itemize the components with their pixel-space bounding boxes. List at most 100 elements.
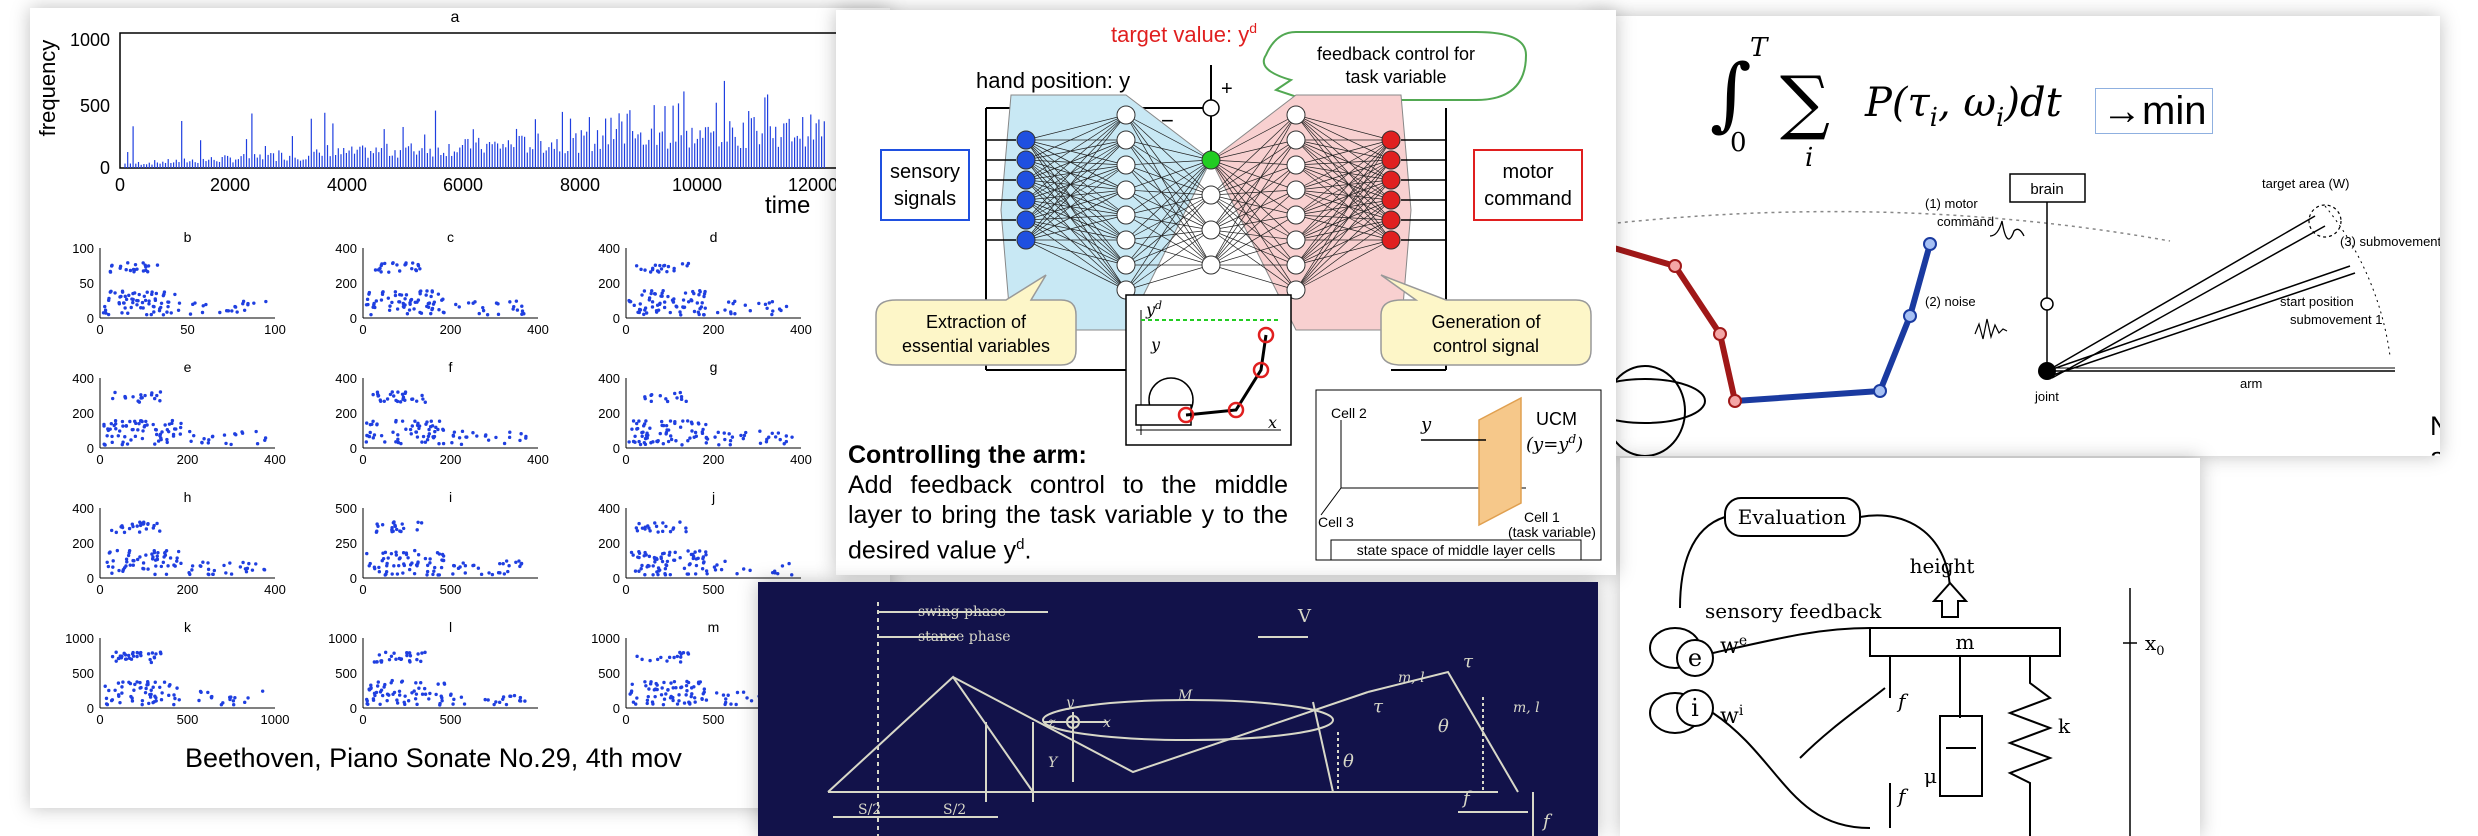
scatter-point: [106, 312, 111, 317]
slide-spring-mass[interactable]: Evaluation height sensory feedback e i w…: [1620, 458, 2200, 836]
nn-connection: [1025, 114, 1127, 221]
scatter-point: [784, 434, 789, 438]
center-of-mass: [1066, 715, 1080, 729]
scatter-point: [150, 552, 154, 556]
scatter-point: [140, 300, 145, 305]
scatter-point: [433, 565, 437, 570]
scatter-point: [662, 551, 666, 556]
scatter-point: [702, 294, 706, 299]
brain-box: [2009, 173, 2086, 203]
scatter-point: [645, 698, 650, 702]
integral-upper: T: [1750, 33, 1769, 63]
scatter-point: [763, 302, 768, 307]
scatter-point: [701, 313, 706, 317]
slide-optimal-control[interactable]: ∫ T 0 ∑ i P(τi, ωi)dt brain: [1590, 16, 2440, 456]
cell1-label: Cell 1: [1524, 509, 1560, 525]
scatter-point: [206, 561, 210, 565]
scatter-point: [688, 436, 692, 440]
scatter-point: [371, 392, 375, 397]
scatter-point: [413, 548, 417, 553]
scatter-point: [689, 420, 694, 424]
top-plot-xlabel: time: [765, 192, 810, 219]
scatter-point: [383, 573, 387, 577]
scatter-point: [383, 650, 388, 655]
scatter-point: [773, 435, 778, 439]
slide-beethoven-plots[interactable]: a frequency 1000 500 0 0 2000 4000 6000 …: [30, 8, 890, 808]
arm-joint-4: [1873, 384, 1887, 398]
sensory-feedback-label: sensory feedback: [1705, 599, 1882, 623]
scatter-point: [657, 270, 661, 274]
scatter-point: [129, 305, 133, 310]
scatter-point: [749, 699, 754, 703]
scatter-point: [137, 421, 141, 426]
target-value-label: target value: yd: [1111, 20, 1257, 47]
slide-neural-control[interactable]: target value: yd hand position: y feedba…: [836, 10, 1616, 575]
scatter-point: [243, 567, 248, 571]
scatter-point: [691, 289, 695, 294]
scatter-point: [637, 439, 641, 444]
scatter-point: [432, 569, 436, 573]
scatter-point: [165, 310, 169, 314]
submovement-2-label: (3) submovement 2: [2340, 234, 2440, 249]
arm-joint-5: [1903, 309, 1917, 323]
panel-xtick: 50: [180, 322, 194, 337]
scatter-point: [149, 393, 154, 397]
panel-ytick: 0: [350, 311, 357, 326]
fsx-label: f: [1541, 811, 1553, 832]
scatter-point: [679, 313, 683, 317]
sensory-node: [1016, 190, 1036, 210]
scatter-point: [154, 291, 159, 296]
scatter-point: [165, 428, 170, 432]
scatter-point: [224, 308, 229, 313]
scatter-point: [375, 390, 380, 394]
scatter-point: [668, 419, 673, 423]
scatter-point: [428, 561, 432, 565]
scatter-point: [206, 567, 211, 572]
panel-ytick: 400: [598, 501, 620, 516]
scatter-point: [123, 653, 128, 657]
scatter-point: [396, 437, 400, 441]
scatter-point: [395, 701, 400, 705]
scatter-point: [233, 304, 237, 309]
scatter-point: [419, 659, 423, 664]
scatter-point: [730, 435, 735, 439]
cell3-axis: [1320, 487, 1342, 516]
scatter-point: [662, 697, 667, 701]
panel-xtick: 0: [96, 322, 103, 337]
scatter-point: [431, 572, 435, 577]
beethoven-figure: a frequency 1000 500 0 0 2000 4000 6000 …: [35, 9, 841, 727]
scatter-point: [123, 294, 127, 299]
scatter-point: [377, 570, 382, 574]
slide-walking-model[interactable]: swing phase stance phase V M m, l m, l τ…: [758, 582, 1598, 836]
scatter-point: [697, 549, 702, 553]
scatter-point: [650, 305, 655, 309]
nn-connection: [1125, 159, 1212, 291]
tau-t1-label: τ: [1373, 696, 1384, 717]
scatter-point: [433, 429, 437, 434]
scatter-point: [459, 695, 464, 699]
scatter-point: [159, 305, 163, 310]
scatter-point: [241, 560, 245, 565]
scatter-point: [501, 562, 505, 566]
scatter-point: [404, 293, 409, 297]
panel-xtick: 500: [703, 712, 725, 727]
scatter-point: [704, 550, 708, 554]
scatter-point: [116, 681, 121, 685]
hidden-node: [1116, 105, 1136, 125]
scatter-point: [368, 430, 372, 435]
scatter-point: [173, 564, 177, 568]
scatter-point: [644, 684, 648, 688]
nn-connection: [1125, 139, 1212, 161]
scatter-point: [144, 527, 149, 531]
scatter-point: [120, 419, 125, 424]
scatter-point: [507, 564, 511, 568]
scatter-point: [111, 565, 115, 569]
scatter-point: [175, 556, 179, 560]
scatter-point: [118, 295, 122, 299]
scatter-point: [690, 692, 694, 696]
scatter-point: [650, 267, 655, 272]
scatter-point: [680, 262, 685, 266]
scatter-point: [116, 656, 121, 661]
scatter-point: [436, 427, 440, 432]
scatter-point: [640, 293, 644, 297]
